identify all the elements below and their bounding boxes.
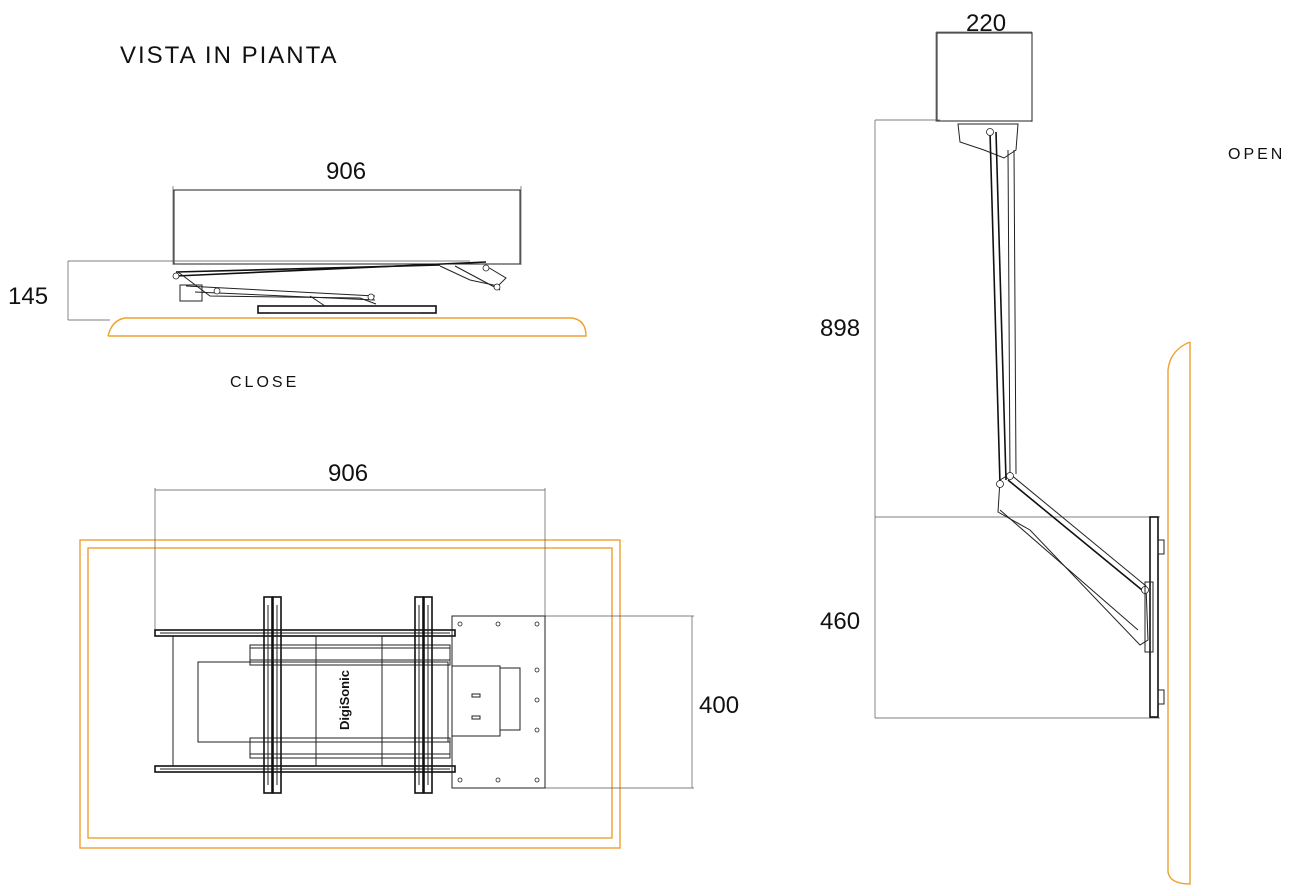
open-drop-dimension: 898 [820,315,861,342]
plan-width-dimension: 906 [328,460,369,487]
open-tv-depth-dimension: 460 [820,608,861,635]
close-width-dimension: 906 [326,158,367,185]
digisonic-logo: DigiSonic [337,670,352,730]
close-height-dimension: 145 [8,283,49,310]
close-side-view [67,186,587,337]
plan-depth-dimension: 400 [699,692,740,719]
page-title: VISTA IN PIANTA [120,42,339,69]
plan-view: DigiSonic [79,488,694,849]
open-side-view [874,31,1191,885]
open-state-label: OPEN [1228,146,1286,163]
close-state-label: CLOSE [230,374,300,391]
